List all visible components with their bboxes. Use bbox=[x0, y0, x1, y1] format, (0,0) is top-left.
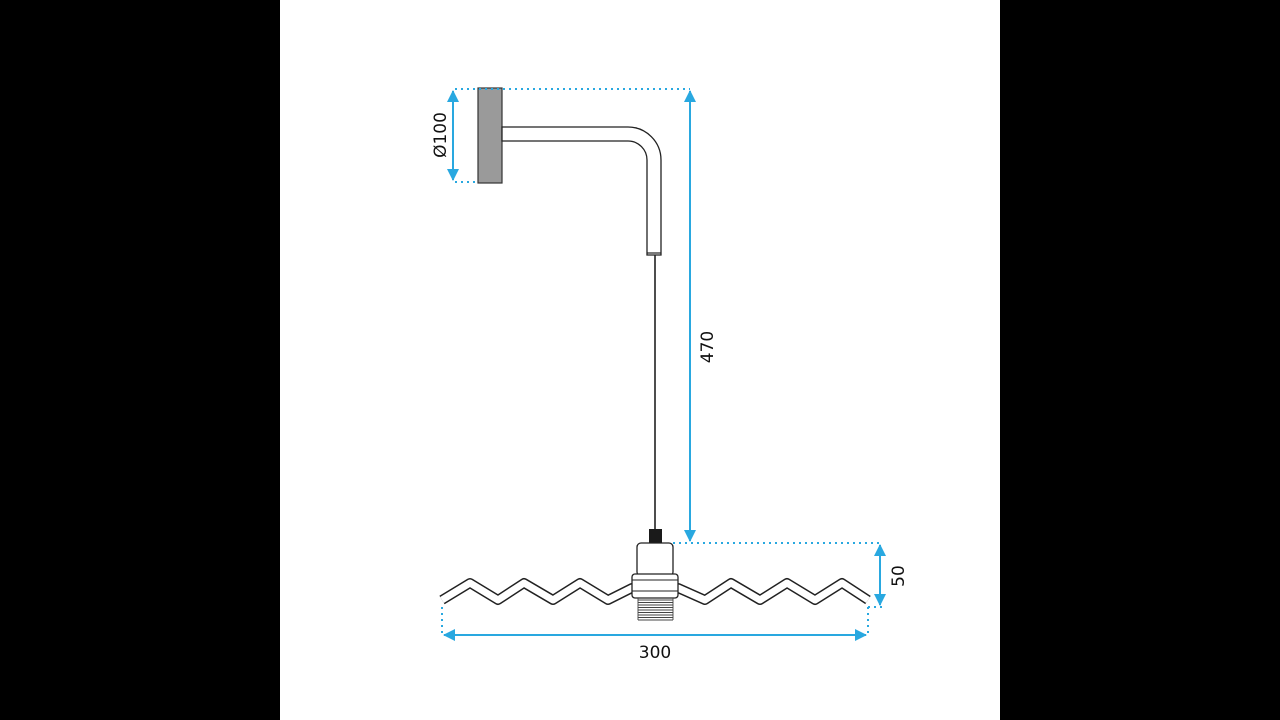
lamp-arm bbox=[501, 126, 662, 256]
label-plate-diameter: Ø100 bbox=[431, 112, 451, 158]
label-shade-height: 50 bbox=[889, 565, 909, 587]
label-shade-width: 300 bbox=[639, 643, 671, 663]
cord-connector bbox=[649, 529, 662, 544]
socket-ring bbox=[631, 573, 679, 599]
socket-thread bbox=[637, 598, 674, 621]
socket-body bbox=[636, 542, 674, 577]
wall-plate bbox=[477, 87, 503, 184]
label-total-height: 470 bbox=[698, 331, 718, 363]
